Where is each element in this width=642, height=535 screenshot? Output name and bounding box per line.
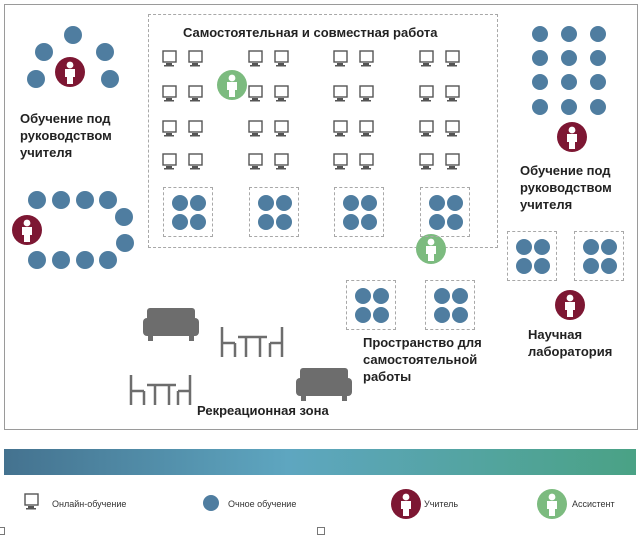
student-icon bbox=[434, 307, 450, 323]
student-icon bbox=[116, 234, 134, 252]
student-icon bbox=[258, 195, 274, 211]
student-icon bbox=[172, 214, 188, 230]
student-icon bbox=[190, 195, 206, 211]
legend-in-person-label: Очное обучение bbox=[228, 499, 297, 509]
student-icon bbox=[516, 239, 532, 255]
computer-icon bbox=[24, 493, 40, 516]
student-icon bbox=[276, 195, 292, 211]
student-icon bbox=[35, 43, 53, 61]
table-chairs-icon bbox=[220, 327, 284, 357]
student-icon bbox=[76, 191, 94, 209]
teacher-icon bbox=[12, 215, 42, 245]
student-icon bbox=[99, 251, 117, 269]
student-icon bbox=[115, 208, 133, 226]
student-icon bbox=[583, 239, 599, 255]
student-icon bbox=[590, 99, 606, 115]
student-icon bbox=[203, 495, 219, 511]
teacher-icon bbox=[391, 489, 421, 519]
student-icon bbox=[532, 50, 548, 66]
student-icon bbox=[343, 214, 359, 230]
teacher-icon bbox=[557, 122, 587, 152]
student-pod bbox=[574, 231, 624, 281]
recreation-furniture bbox=[129, 308, 352, 405]
student-icon bbox=[28, 251, 46, 269]
student-icon bbox=[343, 195, 359, 211]
student-icon bbox=[590, 74, 606, 90]
student-icon bbox=[27, 70, 45, 88]
legend-teacher-label: Учитель bbox=[424, 499, 459, 509]
student-icon bbox=[101, 70, 119, 88]
teacher-led-left-label: Обучение под руководством учителя bbox=[20, 111, 112, 160]
student-pod bbox=[420, 187, 470, 237]
legend-bar bbox=[4, 449, 636, 475]
student-icon bbox=[96, 43, 114, 61]
student-icon bbox=[532, 74, 548, 90]
teacher-led-right-label: Обучение под руководством учителя bbox=[520, 163, 612, 212]
recreation-label: Рекреационная зона bbox=[197, 403, 329, 418]
student-icon bbox=[447, 195, 463, 211]
student-pod bbox=[334, 187, 384, 237]
legend-assistant-label: Ассистент bbox=[572, 499, 615, 509]
student-icon bbox=[373, 288, 389, 304]
student-icon bbox=[561, 26, 577, 42]
student-icon bbox=[561, 50, 577, 66]
student-icon bbox=[590, 26, 606, 42]
student-icon bbox=[276, 214, 292, 230]
student-icon bbox=[534, 239, 550, 255]
student-icon bbox=[561, 74, 577, 90]
classroom-plan-frame bbox=[4, 4, 638, 430]
student-icon bbox=[190, 214, 206, 230]
student-icon bbox=[361, 195, 377, 211]
student-icon bbox=[258, 214, 274, 230]
student-icon bbox=[601, 239, 617, 255]
student-icon bbox=[561, 99, 577, 115]
table-chairs-icon bbox=[129, 375, 192, 405]
student-icon bbox=[361, 214, 377, 230]
sofa-icon bbox=[296, 368, 352, 401]
self-space-label: Пространство для самостоятельной работы bbox=[363, 335, 482, 384]
student-pod bbox=[507, 231, 557, 281]
student-icon bbox=[52, 191, 70, 209]
resize-handle-center[interactable] bbox=[317, 527, 325, 535]
student-icon bbox=[429, 195, 445, 211]
student-icon bbox=[429, 214, 445, 230]
student-pod bbox=[425, 280, 475, 330]
lab-label: Научная лаборатория bbox=[528, 327, 613, 359]
self-joint-work-area bbox=[148, 14, 498, 248]
student-icon bbox=[534, 258, 550, 274]
student-icon bbox=[64, 26, 82, 44]
student-icon bbox=[434, 288, 450, 304]
student-icon bbox=[172, 195, 188, 211]
self-joint-work-label: Самостоятельная и совместная работа bbox=[183, 25, 438, 40]
assistant-icon bbox=[217, 70, 247, 100]
student-icon bbox=[52, 251, 70, 269]
student-icon bbox=[583, 258, 599, 274]
teacher-icon bbox=[55, 57, 85, 87]
student-icon bbox=[452, 307, 468, 323]
student-pod bbox=[163, 187, 213, 237]
student-icon bbox=[601, 258, 617, 274]
student-pod bbox=[249, 187, 299, 237]
sofa-icon bbox=[143, 308, 199, 341]
resize-handle-left[interactable] bbox=[0, 527, 5, 535]
student-icon bbox=[532, 99, 548, 115]
student-pod bbox=[346, 280, 396, 330]
student-icon bbox=[452, 288, 468, 304]
assistant-icon bbox=[537, 489, 567, 519]
student-icon bbox=[355, 307, 371, 323]
student-icon bbox=[99, 191, 117, 209]
student-icon bbox=[516, 258, 532, 274]
student-icon bbox=[532, 26, 548, 42]
teacher-icon bbox=[555, 290, 585, 320]
legend-online-label: Онлайн-обучение bbox=[52, 499, 127, 509]
student-icon bbox=[28, 191, 46, 209]
assistant-icon bbox=[416, 234, 446, 264]
student-icon bbox=[590, 50, 606, 66]
student-icon bbox=[447, 214, 463, 230]
student-icon bbox=[355, 288, 371, 304]
student-icon bbox=[76, 251, 94, 269]
student-icon bbox=[373, 307, 389, 323]
